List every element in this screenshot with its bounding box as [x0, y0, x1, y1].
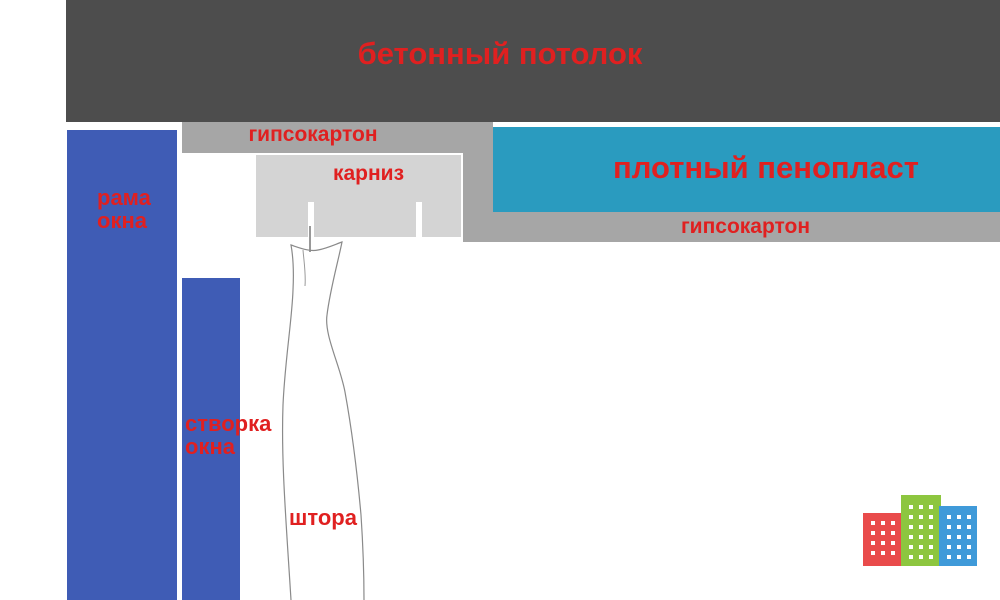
- drywall-top: [182, 122, 492, 153]
- curtain-shape: [281, 241, 365, 600]
- logo-window: [929, 555, 933, 559]
- cornice-slot: [308, 202, 314, 237]
- logo-window: [891, 531, 895, 535]
- cornice-label: карниз: [332, 162, 405, 185]
- logo-window: [967, 535, 971, 539]
- logo-window: [881, 541, 885, 545]
- logo-window: [919, 505, 923, 509]
- logo-window: [919, 525, 923, 529]
- logo-window: [881, 551, 885, 555]
- logo-window: [871, 521, 875, 525]
- logo-window: [947, 555, 951, 559]
- dense-foam-block: [493, 127, 1000, 212]
- logo-window: [891, 551, 895, 555]
- concrete-ceiling: [66, 0, 1000, 122]
- logo-window: [909, 505, 913, 509]
- logo-window: [947, 525, 951, 529]
- window-sash: [182, 278, 240, 600]
- curtain-fold: [302, 249, 306, 287]
- logo-window: [929, 505, 933, 509]
- foam-label: плотный пенопласт: [613, 150, 919, 185]
- logo-window: [967, 515, 971, 519]
- logo-window: [957, 555, 961, 559]
- cornice-rail: [256, 155, 461, 237]
- logo-window: [929, 545, 933, 549]
- drywall-top-label: гипсокартон: [248, 123, 378, 146]
- logo-window: [957, 525, 961, 529]
- window-frame: [67, 130, 177, 600]
- logo-window: [909, 525, 913, 529]
- logo-window: [929, 535, 933, 539]
- ceiling-label: бетонный потолок: [357, 36, 643, 71]
- window-frame-label: рама окна: [97, 185, 151, 234]
- logo-window: [967, 545, 971, 549]
- logo-window: [881, 531, 885, 535]
- logo-window: [957, 515, 961, 519]
- window-sash-label: створка окна: [185, 411, 272, 460]
- logo-window: [967, 525, 971, 529]
- logo-window: [871, 541, 875, 545]
- logo-window: [909, 515, 913, 519]
- logo-window: [919, 515, 923, 519]
- logo-window: [909, 545, 913, 549]
- logo-window: [871, 551, 875, 555]
- logo-window: [957, 535, 961, 539]
- logo-window: [947, 535, 951, 539]
- logo-window: [919, 545, 923, 549]
- logo-window: [929, 515, 933, 519]
- logo-window: [891, 521, 895, 525]
- drywall-right-label: гипсокартон: [680, 215, 811, 238]
- logo-window: [909, 535, 913, 539]
- logo-window: [957, 545, 961, 549]
- logo-window: [891, 541, 895, 545]
- logo-window: [871, 531, 875, 535]
- logo-window: [947, 545, 951, 549]
- logo-window: [929, 525, 933, 529]
- logo-window: [967, 555, 971, 559]
- logo-window: [947, 515, 951, 519]
- logo-window: [919, 535, 923, 539]
- curtain-label: штора: [289, 505, 357, 530]
- logo-window: [909, 555, 913, 559]
- drywall-right-horizontal: [463, 212, 1000, 242]
- cornice-slot: [416, 202, 422, 237]
- buildings-logo-icon: [863, 491, 978, 566]
- logo-window: [881, 521, 885, 525]
- logo-window: [919, 555, 923, 559]
